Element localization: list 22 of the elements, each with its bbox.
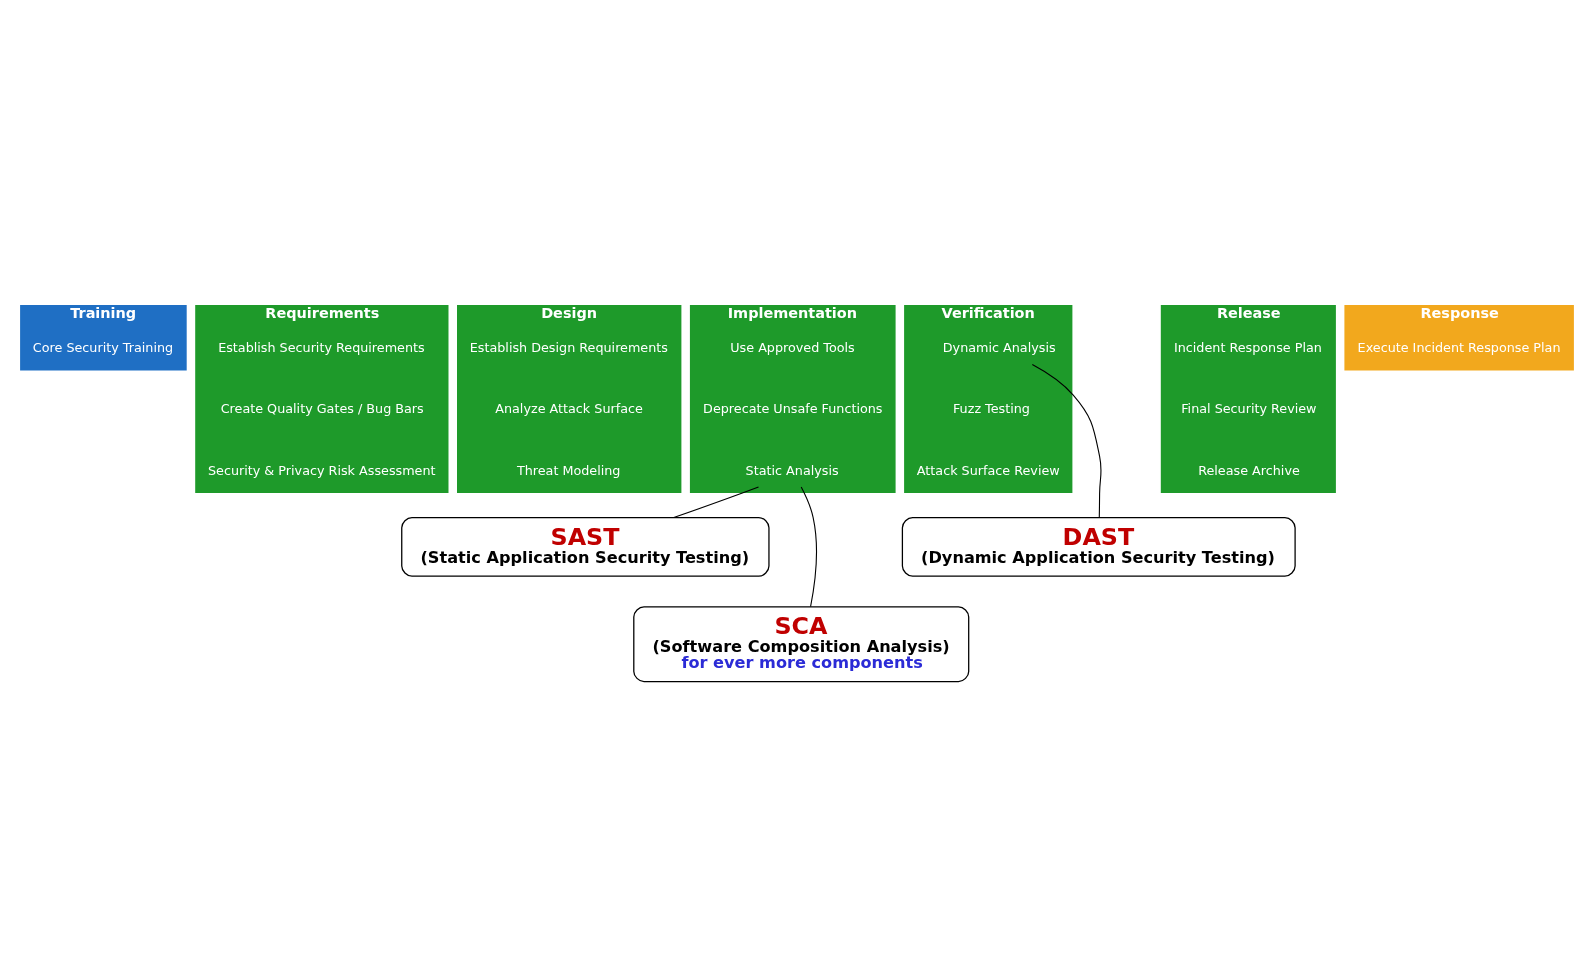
node-text: Analyze Attack Surface (495, 400, 643, 416)
node-box: SCA (Software Composition Analysis) for ever more components (633, 605, 970, 682)
node-text: Static Analysis (745, 462, 839, 478)
node-text: Use Approved Tools (730, 339, 855, 355)
node-text: Incident Response Plan (1173, 339, 1322, 355)
node-text: Deprecate Unsafe Functions (703, 400, 883, 416)
node-text: Dynamic Analysis (942, 339, 1056, 355)
node-text: Establish Security Requirements (218, 339, 425, 355)
node-box: DAST (Dynamic Application Security Testing) (901, 516, 1296, 577)
node-text: Attack Surface Review (916, 462, 1060, 478)
connector (673, 485, 760, 518)
node-text: Create Quality Gates / Bug Bars (220, 400, 424, 416)
node-box: SAST (Static Application Security Testing) (401, 516, 770, 577)
node-text: Establish Design Requirements (469, 339, 668, 355)
node-text: Threat Modeling (516, 462, 621, 478)
node-text: Security & Privacy Risk Assessment (207, 462, 436, 478)
node-text: Core Security Training (32, 339, 174, 355)
node-text: Fuzz Testing (952, 400, 1030, 416)
node-text: Final Security Review (1181, 400, 1317, 416)
node-text: Release Archive (1198, 462, 1300, 478)
node-text: Execute Incident Response Plan (1357, 339, 1561, 355)
connector (1031, 363, 1102, 518)
